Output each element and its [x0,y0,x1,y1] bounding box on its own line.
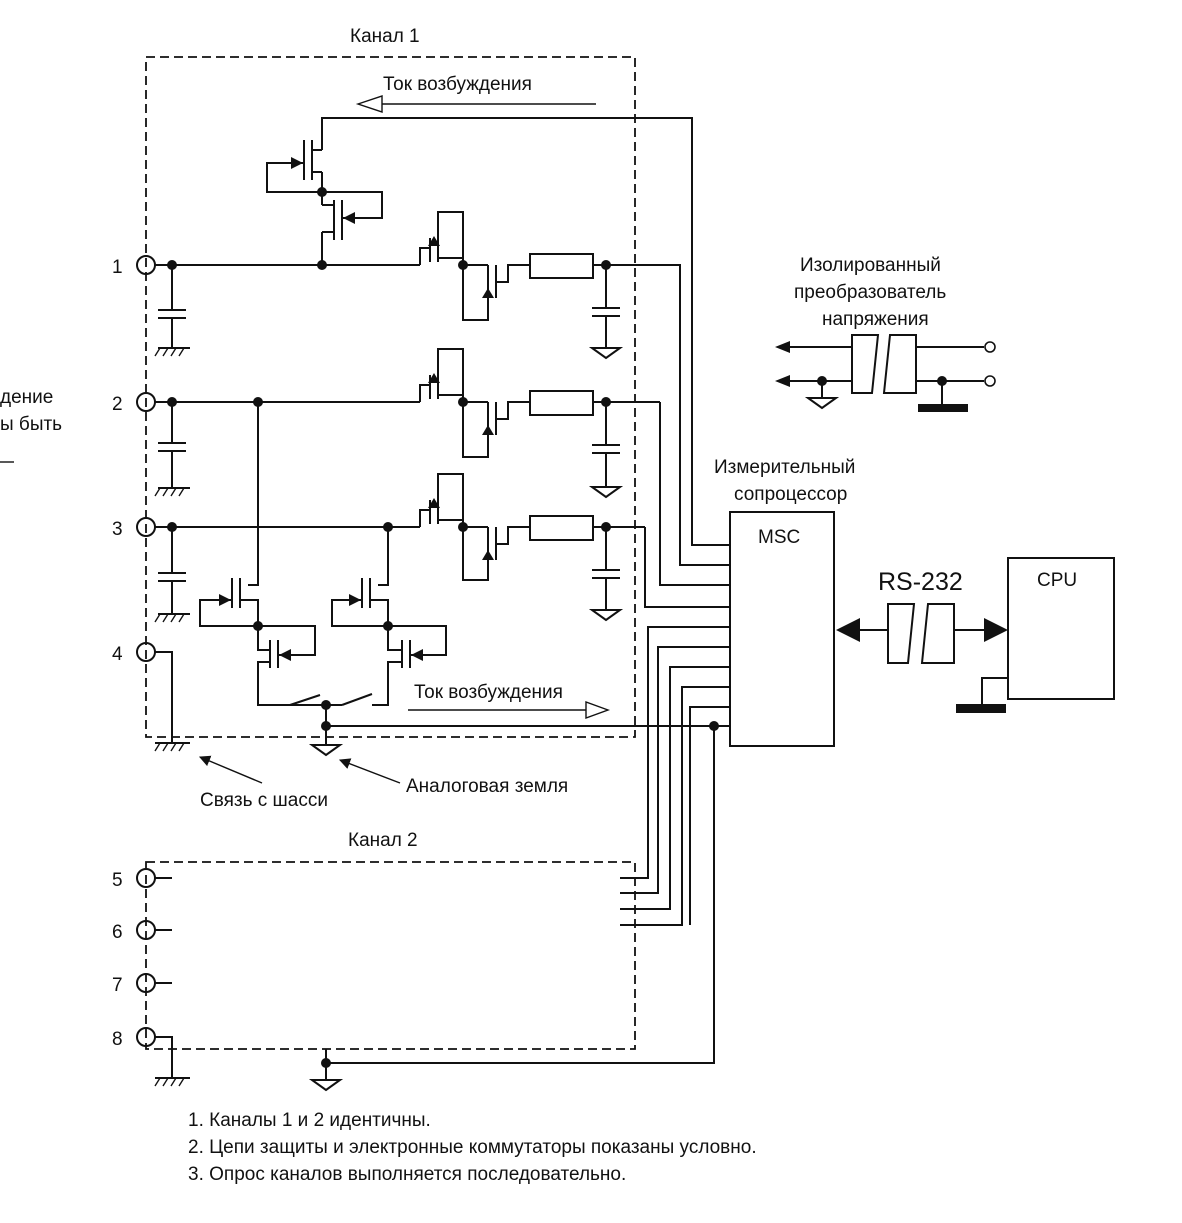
row-3-circuit [154,473,730,623]
msc-label: MSC [758,527,800,548]
terminal-6-label: 6 [112,922,123,943]
chassis-label: Связь с шасси [200,790,328,811]
note-2: 2. Цепи защиты и электронные коммутаторы… [188,1137,757,1158]
terminal-2-label: 2 [112,394,123,415]
excitation-switch-network [199,402,714,757]
converter-label-1: Изолированный [800,255,941,276]
channel1-box [145,56,636,738]
excitation-bottom-label: Ток возбуждения [414,682,563,703]
channel1-title: Канал 1 [350,26,420,47]
cpu-block [1007,557,1115,700]
channel2-box [145,861,636,1050]
row-2-circuit [154,348,730,586]
terminal-1-label: 1 [112,257,123,278]
converter-label-2: преобразователь [794,282,946,303]
rs232-label: RS-232 [878,568,963,596]
terminal-7-label: 7 [112,975,123,996]
isolated-converter-symbol [775,334,996,412]
cpu-ground [956,677,1008,713]
cpu-label: CPU [1037,570,1077,591]
converter-label-3: напряжения [822,309,929,330]
terminal-5-label: 5 [112,870,123,891]
current-source [266,140,383,265]
excitation-bottom-arrow [408,701,611,719]
terminal-4-label: 4 [112,644,123,665]
left-cut-text-1: дение [0,387,53,408]
note-1: 1. Каналы 1 и 2 идентичны. [188,1110,431,1131]
coprocessor-label-1: Измерительный [714,457,855,478]
msc-block [729,511,835,747]
note-3: 3. Опрос каналов выполняется последовате… [188,1164,626,1185]
excitation-top-label: Ток возбуждения [383,74,532,95]
left-cut-text-2: ы быть [0,414,62,435]
terminals-channel2 [136,868,190,1087]
analog-ground-label: Аналоговая земля [406,776,568,797]
row-1-circuit [154,211,730,566]
chassis-ground-1 [154,742,190,752]
terminal-8-label: 8 [112,1029,123,1050]
rs232-isolator [836,603,1008,664]
terminal-3-label: 3 [112,519,123,540]
terminals-channel1 [136,255,156,662]
channel2-title: Канал 2 [348,830,418,851]
excitation-top-arrow [355,95,596,113]
channel2-bus [620,626,730,926]
coprocessor-label-2: сопроцессор [734,484,847,505]
